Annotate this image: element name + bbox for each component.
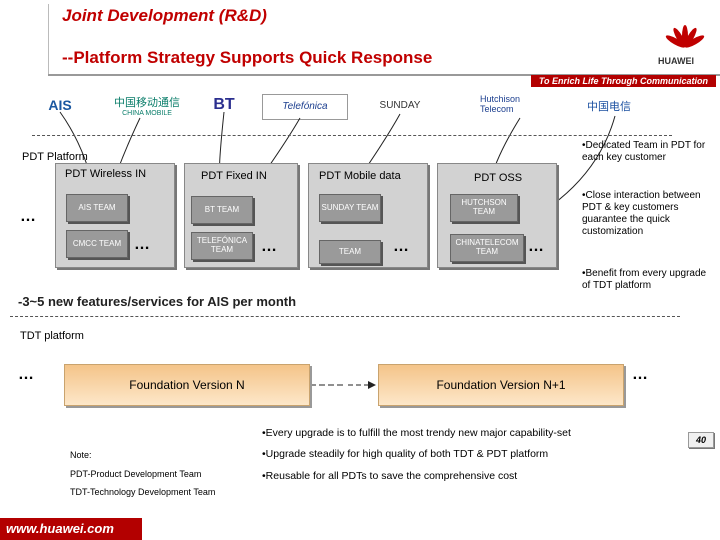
team-ais: AIS TEAM — [66, 194, 128, 222]
logo-hutchison-name: Hutchison — [480, 94, 521, 104]
logo-telefonica: Telefónica — [262, 94, 348, 120]
pdt-wireless-in-label: PDT Wireless IN — [65, 168, 147, 180]
note-pdt: PDT-Product Development Team — [70, 469, 202, 479]
huawei-logo: HUAWEI — [658, 22, 710, 72]
panel-ellipsis: … — [393, 238, 410, 255]
bullet-upgrade-steadily: •Upgrade steadily for high quality of bo… — [262, 448, 549, 460]
huawei-petals-icon — [665, 25, 705, 48]
team-hutchson: HUTCHSON TEAM — [450, 194, 518, 222]
foundation-version-n1: Foundation Version N+1 — [378, 364, 624, 406]
pdt-wireless-in-panel: PDT Wireless IN AIS TEAM CMCC TEAM … — [55, 163, 175, 268]
panel-ellipsis: … — [528, 238, 545, 255]
tagline-banner: To Enrich Life Through Communication — [530, 75, 716, 87]
team-telefonica: TELEFÓNICA TEAM — [191, 232, 253, 260]
logo-bt: BT — [213, 96, 235, 113]
logo-hutchison-sub: Telecom — [480, 104, 514, 114]
header-vertical-rule — [48, 4, 49, 74]
bullet-benefit-upgrade: •Benefit from every upgrade of TDT platf… — [582, 268, 707, 291]
foundation-version-n: Foundation Version N — [64, 364, 310, 406]
team-bt: BT TEAM — [191, 196, 253, 224]
footer-url[interactable]: www.huawei.com — [0, 518, 142, 540]
team-generic: TEAM — [319, 240, 381, 264]
pdt-heading: PDT Platform — [22, 151, 88, 163]
header-rule — [48, 74, 720, 76]
pdt-bottom-divider — [10, 316, 680, 317]
features-note: -3~5 new features/services for AIS per m… — [18, 294, 297, 309]
foundation-version-n1-label: Foundation Version N+1 — [436, 378, 566, 392]
tdt-heading: TDT platform — [20, 330, 84, 342]
logo-china-mobile-name: 中国移动通信 — [114, 97, 180, 109]
panel-ellipsis: … — [261, 238, 278, 255]
logo-china-mobile: 中国移动通信 CHINA MOBILE — [104, 94, 190, 117]
note-tdt: TDT-Technology Development Team — [70, 487, 216, 497]
tdt-left-ellipsis: … — [18, 366, 35, 383]
logo-hutchison: Hutchison Telecom — [480, 94, 544, 114]
team-chinatelecom: CHINATELECOM TEAM — [450, 234, 524, 262]
page-subtitle: --Platform Strategy Supports Quick Respo… — [62, 48, 433, 67]
logo-ais: AIS — [48, 97, 72, 113]
bullet-close-interaction: •Close interaction between PDT & key cus… — [582, 190, 701, 237]
foundation-version-n-label: Foundation Version N — [129, 378, 245, 392]
note-label: Note: — [70, 450, 92, 460]
pdt-oss-label: PDT OSS — [474, 172, 523, 184]
bullet-reusable: •Reusable for all PDTs to save the compr… — [262, 470, 518, 482]
pdt-mobile-data-label: PDT Mobile data — [319, 170, 401, 182]
pdt-fixed-in-panel: PDT Fixed IN BT TEAM TELEFÓNICA TEAM … — [184, 163, 298, 268]
logo-sunday: SUNDAY — [379, 100, 421, 111]
bullet-every-upgrade: •Every upgrade is to fulfill the most tr… — [262, 427, 571, 439]
team-sunday: SUNDAY TEAM — [319, 194, 381, 222]
huawei-wordmark: HUAWEI — [658, 56, 694, 66]
pdt-mobile-data-panel: PDT Mobile data SUNDAY TEAM TEAM … — [308, 163, 428, 268]
pdt-fixed-in-label: PDT Fixed IN — [201, 170, 267, 182]
tdt-right-ellipsis: … — [632, 366, 649, 383]
bullet-dedicated-team: •Dedicated Team in PDT for each key cust… — [582, 140, 706, 163]
pdt-oss-panel: PDT OSS HUTCHSON TEAM CHINATELECOM TEAM … — [437, 163, 557, 268]
logo-china-mobile-sub: CHINA MOBILE — [122, 110, 172, 117]
logo-china-telecom: 中国电信 — [587, 101, 631, 113]
panel-ellipsis: … — [134, 236, 151, 253]
pdt-top-divider — [32, 135, 672, 136]
team-cmcc: CMCC TEAM — [66, 230, 128, 258]
page-title: Joint Development (R&D) — [62, 6, 267, 25]
page-number: 40 — [688, 432, 714, 448]
pdt-left-ellipsis: … — [20, 208, 37, 225]
